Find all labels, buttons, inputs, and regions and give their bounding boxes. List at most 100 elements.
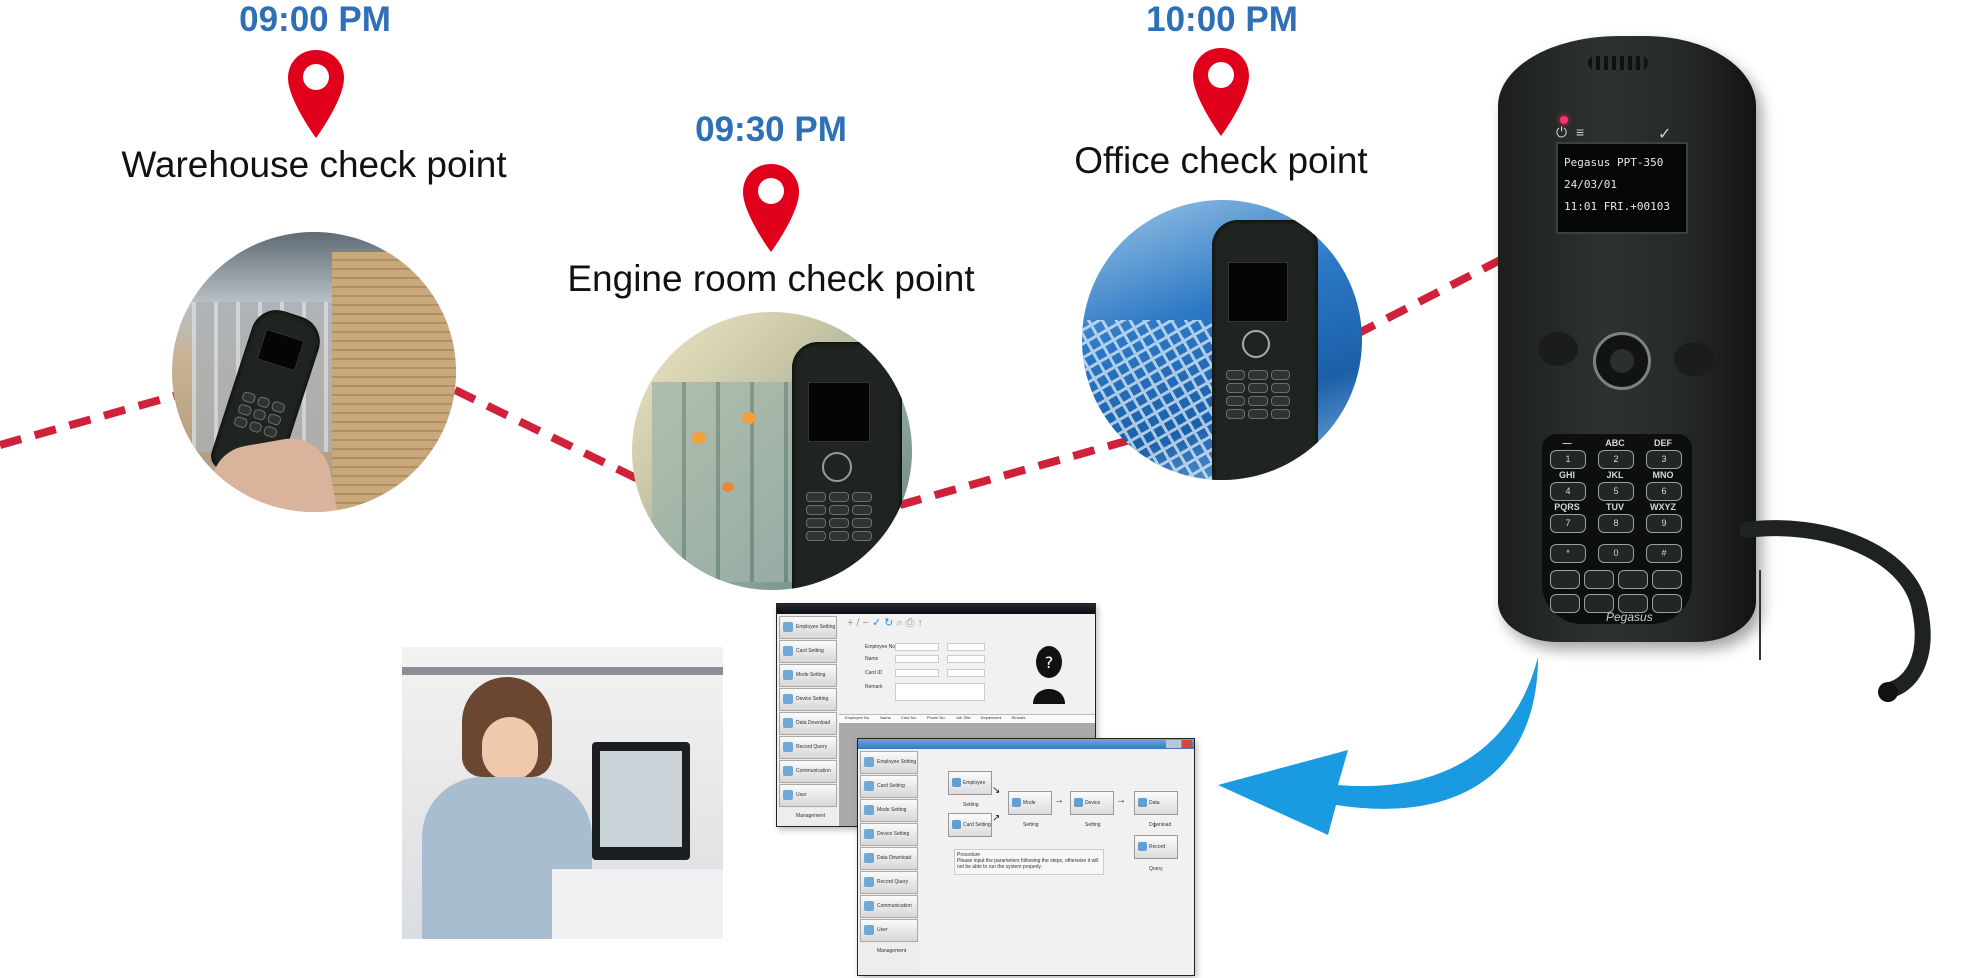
extra-field-2[interactable] bbox=[947, 655, 985, 663]
field-label-employee-no: Employee No. bbox=[865, 644, 897, 650]
power-icon: ⏻ bbox=[1556, 124, 1568, 140]
key-3[interactable]: 3 bbox=[1646, 450, 1682, 469]
location-pin-icon bbox=[1193, 48, 1249, 136]
key-2[interactable]: 2 bbox=[1598, 450, 1634, 469]
patrol-device: ⏻ ≡ ✓ Pegasus PPT-350 24/03/01 11:01 FRI… bbox=[1498, 36, 1756, 642]
window-title-bar bbox=[858, 739, 1194, 749]
checkpoint-time-engine-room: 09:30 PM bbox=[695, 110, 847, 149]
sidebar-item-mode-setting[interactable]: Mode Setting bbox=[779, 664, 837, 687]
function-key-1[interactable] bbox=[1550, 570, 1580, 589]
checkpoint-time-office: 10:00 PM bbox=[1146, 0, 1298, 39]
sidebar-item-card-setting[interactable]: Card Setting bbox=[779, 640, 837, 663]
office-building-photo bbox=[1082, 200, 1362, 480]
function-key-6[interactable] bbox=[1584, 594, 1614, 613]
software-window-procedure: Employee Setting Card Setting Mode Setti… bbox=[857, 738, 1195, 976]
toolbar: +/−✓↻⌕⎙↑ bbox=[847, 616, 926, 630]
checkpoint-time-warehouse: 09:00 PM bbox=[239, 0, 391, 39]
field-label-card-id: Card ID bbox=[865, 670, 883, 676]
function-key-7[interactable] bbox=[1618, 594, 1648, 613]
key-7[interactable]: 7 bbox=[1550, 514, 1586, 533]
left-soft-key[interactable] bbox=[1538, 332, 1578, 366]
flow-step-device-setting[interactable]: Device Setting bbox=[1070, 791, 1114, 828]
function-key-8[interactable] bbox=[1652, 594, 1682, 613]
power-led-icon bbox=[1560, 116, 1568, 124]
procedure-panel: Procedure Please input the parameters fo… bbox=[954, 849, 1104, 875]
key-9[interactable]: 9 bbox=[1646, 514, 1682, 533]
arrow-right-icon: → bbox=[1116, 795, 1126, 806]
sidebar-item-user-management[interactable]: User Management bbox=[779, 784, 837, 819]
field-label-remark: Remark bbox=[865, 684, 883, 690]
keypad: — ABC DEF 1 2 3 GHI JKL MNO 4 5 6 PQRS T… bbox=[1542, 434, 1692, 624]
screen-date: 24/03/01 bbox=[1564, 178, 1617, 191]
flow-step-record-query[interactable]: Record Query bbox=[1134, 835, 1178, 872]
screen-time: 11:01 FRI.+00103 bbox=[1564, 200, 1670, 213]
screen-model: Pegasus PPT-350 bbox=[1564, 156, 1664, 169]
arrow-down-right-icon: ↘ bbox=[992, 785, 1001, 796]
delete-icon[interactable]: − bbox=[862, 617, 872, 629]
print-icon[interactable]: ⎙ bbox=[905, 617, 918, 629]
key-8[interactable]: 8 bbox=[1598, 514, 1634, 533]
sidebar-item-employee-setting[interactable]: Employee Setting bbox=[779, 616, 837, 639]
window-title-bar bbox=[777, 604, 1095, 614]
key-6[interactable]: 6 bbox=[1646, 482, 1682, 501]
refresh-icon[interactable]: ↻ bbox=[884, 617, 897, 629]
field-label-name: Name bbox=[865, 656, 879, 662]
svg-text:?: ? bbox=[1045, 653, 1054, 672]
arrow-up-right-icon: ↗ bbox=[992, 813, 1001, 824]
sidebar-item-data-download[interactable]: Data Download bbox=[779, 712, 837, 735]
sidebar-item-communication-setting[interactable]: Communication Setting bbox=[779, 760, 837, 795]
function-key-3[interactable] bbox=[1618, 570, 1648, 589]
key-5[interactable]: 5 bbox=[1598, 482, 1634, 501]
search-icon[interactable]: ⌕ bbox=[896, 617, 906, 629]
location-pin-icon bbox=[743, 164, 799, 252]
sidebar-item-card-setting[interactable]: Card Setting bbox=[860, 775, 918, 798]
sidebar-item-mode-setting[interactable]: Mode Setting bbox=[860, 799, 918, 822]
office-worker-photo bbox=[402, 647, 723, 939]
flow-step-data-download[interactable]: Data Download bbox=[1134, 791, 1178, 828]
key-4[interactable]: 4 bbox=[1550, 482, 1586, 501]
extra-field-3[interactable] bbox=[947, 669, 985, 677]
right-soft-key[interactable] bbox=[1674, 342, 1714, 376]
sidebar-item-user-management[interactable]: User Management bbox=[860, 919, 918, 954]
name-input[interactable] bbox=[895, 655, 939, 663]
flow-step-employee-setting[interactable]: Employee Setting bbox=[948, 771, 992, 808]
card-id-input[interactable] bbox=[895, 669, 939, 677]
extra-field-1[interactable] bbox=[947, 643, 985, 651]
key-1[interactable]: 1 bbox=[1550, 450, 1586, 469]
key-hash[interactable]: # bbox=[1646, 544, 1682, 563]
sidebar-item-device-setting[interactable]: Device Setting bbox=[860, 823, 918, 846]
warehouse-photo bbox=[172, 232, 456, 512]
window2-sidebar: Employee Setting Card Setting Mode Setti… bbox=[859, 750, 919, 975]
function-key-4[interactable] bbox=[1652, 570, 1682, 589]
checkpoint-label-office: Office check point bbox=[1074, 140, 1368, 181]
engine-room-photo bbox=[632, 312, 912, 590]
sidebar-item-record-query[interactable]: Record Query bbox=[860, 871, 918, 894]
key-0[interactable]: 0 bbox=[1598, 544, 1634, 563]
sidebar-item-device-setting[interactable]: Device Setting bbox=[779, 688, 837, 711]
navigation-dpad[interactable] bbox=[1593, 332, 1651, 390]
wrist-strap bbox=[1740, 520, 1931, 702]
key-star[interactable]: * bbox=[1550, 544, 1586, 563]
employee-no-input[interactable] bbox=[895, 643, 939, 651]
edit-icon[interactable]: / bbox=[856, 617, 863, 629]
sidebar-item-data-download[interactable]: Data Download bbox=[860, 847, 918, 870]
upload-icon[interactable]: ↑ bbox=[917, 617, 926, 629]
sidebar-item-record-query[interactable]: Record Query bbox=[779, 736, 837, 759]
device-screen: Pegasus PPT-350 24/03/01 11:01 FRI.+0010… bbox=[1556, 142, 1688, 234]
checkpoint-label-engine-room: Engine room check point bbox=[567, 258, 975, 299]
window-controls[interactable] bbox=[1166, 740, 1192, 748]
location-pin-icon bbox=[288, 50, 344, 138]
function-key-5[interactable] bbox=[1550, 594, 1580, 613]
menu-icon: ≡ bbox=[1576, 124, 1585, 140]
function-key-2[interactable] bbox=[1584, 570, 1614, 589]
device-brand-logo: Pegasus bbox=[1606, 610, 1653, 624]
sidebar-item-communication-setting[interactable]: Communication Setting bbox=[860, 895, 918, 930]
procedure-title: Procedure bbox=[957, 852, 981, 858]
sidebar-item-employee-setting[interactable]: Employee Setting bbox=[860, 751, 918, 774]
remark-textarea[interactable] bbox=[895, 683, 985, 701]
add-icon[interactable]: + bbox=[847, 617, 857, 629]
flow-step-mode-setting[interactable]: Mode Setting bbox=[1008, 791, 1052, 828]
save-check-icon[interactable]: ✓ bbox=[871, 617, 885, 629]
procedure-text: Please input the parameters following th… bbox=[957, 858, 1099, 870]
flow-step-card-setting[interactable]: Card Setting bbox=[948, 813, 992, 837]
